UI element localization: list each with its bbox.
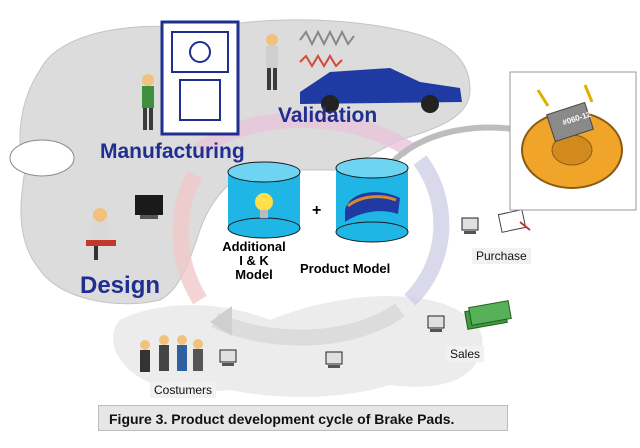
- additional-model-line2: I & K: [239, 253, 269, 268]
- additional-model-line1: Additional: [222, 239, 286, 254]
- product-model-label: Product Model: [300, 261, 391, 276]
- cycle-arrowhead-bottom: [210, 306, 232, 336]
- cycle-arrow-bottom: [211, 303, 405, 346]
- thought-bubble: [9, 139, 75, 177]
- product-model-cylinder: [335, 157, 409, 243]
- document-icon: [497, 209, 531, 233]
- sales-label: Sales: [446, 346, 485, 362]
- purchase-computer-icon: [461, 217, 479, 234]
- additional-model-cylinder: [227, 161, 301, 239]
- cycle-arrow-top: [195, 112, 415, 157]
- additional-model-line3: Model: [235, 267, 273, 282]
- designer-icon: [86, 208, 116, 260]
- brake-disc-inset: [509, 71, 637, 211]
- sales-computer-icon: [427, 315, 445, 332]
- computer-icon: [135, 195, 163, 219]
- customers-computer-icon: [219, 349, 237, 366]
- stage-validation-label: Validation: [278, 104, 378, 127]
- purchase-label: Purchase: [472, 248, 531, 264]
- stage-design-label: Design: [80, 272, 161, 299]
- signal-wave-red-icon: [299, 54, 343, 68]
- car-icon: [300, 68, 462, 113]
- stage-manufacturing-label: Manufacturing: [100, 140, 245, 163]
- machine-icon: [160, 20, 240, 136]
- cycle-arrow-right: [404, 155, 450, 306]
- plus-sign: +: [312, 202, 322, 219]
- costumers-label: Costumers: [150, 382, 217, 398]
- worker-icon: [142, 74, 154, 130]
- signal-wave-icon: [299, 29, 355, 47]
- cycle-arrow-left: [172, 171, 207, 305]
- additional-model-label: Additional I & K Model: [210, 240, 298, 282]
- bottom-computer-icon: [325, 351, 343, 368]
- money-icon: [464, 300, 512, 330]
- customers-group-icon: [140, 335, 203, 372]
- figure-caption: Figure 3. Product development cycle of B…: [98, 405, 508, 431]
- engineer-icon: [266, 34, 278, 90]
